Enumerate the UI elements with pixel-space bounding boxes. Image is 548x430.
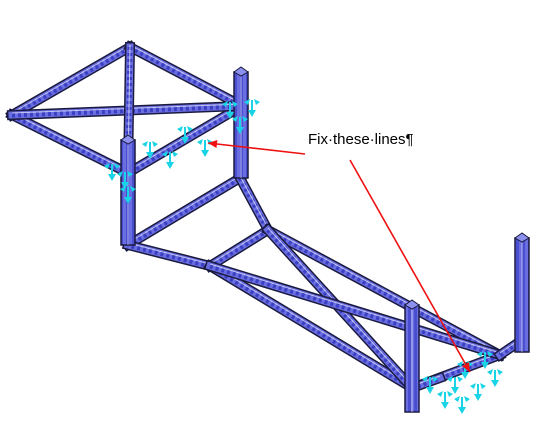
fixture-arrow[interactable] [437,391,453,409]
fixture-arrow[interactable] [120,186,136,204]
column-member[interactable] [233,66,249,179]
vertical-columns[interactable] [120,66,530,413]
fixture-arrow[interactable] [487,369,503,387]
beam-member[interactable] [121,238,217,273]
callout-arrows [207,140,471,373]
fixture-arrow[interactable] [197,139,213,157]
callout-arrow [349,159,471,373]
fixture-arrow[interactable] [104,163,120,181]
beam-member[interactable] [233,171,275,237]
beam-member[interactable] [203,223,275,273]
fixture-arrow[interactable] [454,396,470,414]
callout-arrow [207,140,306,155]
fixture-arrow[interactable] [477,351,493,369]
fixture-arrow[interactable] [244,99,260,117]
fixture-arrow[interactable] [470,383,486,401]
beam-member[interactable] [123,40,249,113]
callout-label: Fix·these·lines¶ [308,131,414,148]
fixture-arrow[interactable] [447,376,463,394]
beam-member[interactable] [121,171,247,252]
column-member[interactable] [514,232,530,353]
fixture-arrow[interactable] [162,151,178,169]
fixture-arrow[interactable] [117,171,133,189]
beam-member[interactable] [5,40,137,122]
fixture-arrow[interactable] [142,141,158,159]
fixture-arrow[interactable] [232,116,248,134]
fixture-markers[interactable] [104,99,503,414]
beam-member[interactable] [5,108,135,180]
fixture-arrow[interactable] [422,376,438,394]
beam-member[interactable] [203,259,419,395]
structural-members[interactable] [5,40,529,396]
fixture-arrow[interactable] [222,101,238,119]
fixture-arrow[interactable] [177,126,193,144]
column-member[interactable] [404,299,420,413]
beam-member[interactable] [261,223,507,362]
